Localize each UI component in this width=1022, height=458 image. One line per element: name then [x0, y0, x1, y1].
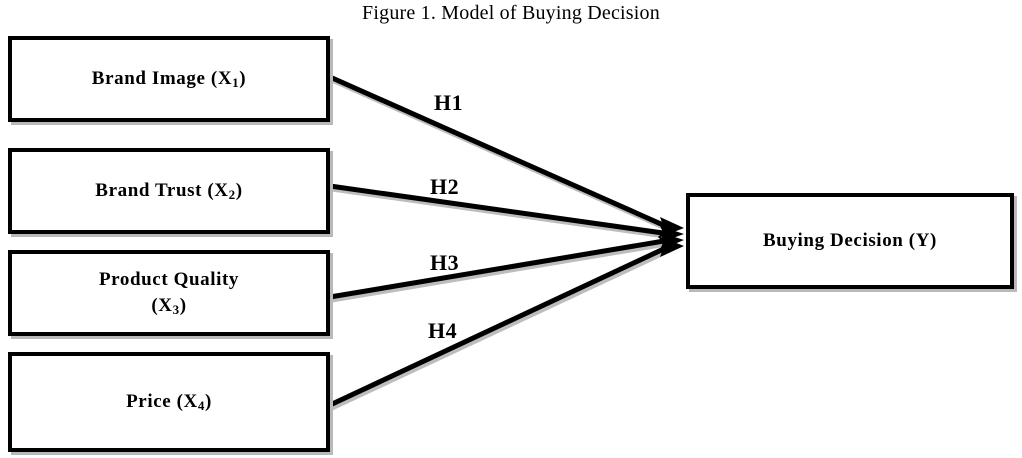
node-box-brand-trust[interactable]: Brand Trust (X2): [8, 148, 330, 234]
arrowhead-h3: [659, 232, 684, 250]
connector-shadow-h2: [331, 186, 673, 240]
connector-h1: [328, 74, 672, 231]
hypothesis-label-h4: H4: [428, 318, 458, 343]
node-box-price[interactable]: Price (X4): [8, 352, 330, 452]
node-label-brand-image: Brand Image (X1): [91, 67, 247, 90]
connector-shadow-h4: [330, 246, 674, 411]
connector-h2: [329, 183, 671, 237]
node-box-buying-decision[interactable]: Buying Decision (Y): [686, 193, 1014, 289]
connector-h4: [328, 243, 672, 408]
connector-shadow-h3: [331, 240, 673, 303]
node-box-brand-image[interactable]: Brand Image (X1): [8, 36, 330, 122]
connector-shadow-h1: [330, 77, 674, 234]
hypothesis-label-h1: H1: [434, 90, 464, 115]
hypothesis-label-h2: H2: [430, 174, 460, 199]
hypothesis-label-h3: H3: [430, 250, 460, 275]
page-title: Figure 1. Model of Buying Decision: [362, 2, 660, 24]
arrowhead-h1: [658, 217, 684, 238]
arrowhead-h2: [659, 226, 684, 243]
node-box-product-quality[interactable]: Product Quality (X3): [8, 250, 330, 336]
node-label-product-quality: Product Quality (X3): [98, 268, 240, 317]
node-label-price: Price (X4): [126, 390, 212, 413]
connector-h3: [329, 237, 671, 300]
arrowhead-h4: [658, 236, 684, 257]
node-label-buying-decision: Buying Decision (Y): [763, 230, 937, 251]
node-label-brand-trust: Brand Trust (X2): [95, 179, 243, 202]
